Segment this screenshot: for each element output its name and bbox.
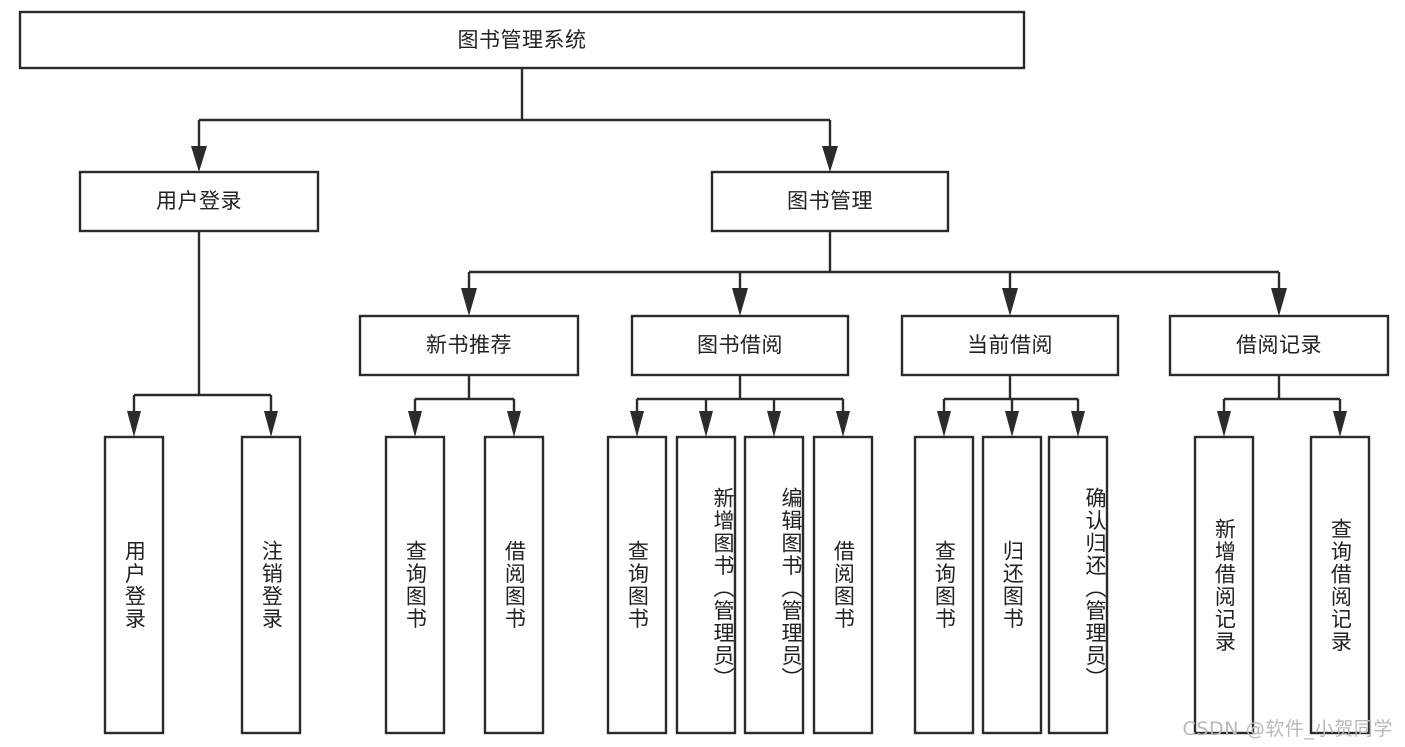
node-new-book-recommend-label: 新书推荐 [426, 333, 512, 357]
node-leaf-add-book-box[interactable] [675, 435, 737, 735]
node-borrow-record-label: 借阅记录 [1236, 333, 1322, 357]
arrow-head-leaf-add-record [1217, 411, 1231, 437]
arrow-head-leaf-logout [264, 411, 278, 437]
node-user-login-box[interactable] [78, 170, 320, 233]
node-leaf-confirm-return-box[interactable] [1047, 435, 1109, 735]
node-current-borrow-label: 当前借阅 [967, 333, 1053, 357]
arrow-head-leaf-user-login [127, 411, 141, 437]
node-root-label: 图书管理系统 [458, 28, 587, 52]
node-leaf-add-record-box[interactable] [1193, 435, 1255, 735]
node-leaf-borrow-book-2-box[interactable] [812, 435, 874, 735]
node-book-borrow-label: 图书借阅 [697, 333, 783, 357]
arrow-head-leaf-borrow-book-1 [507, 411, 521, 437]
node-leaf-query-book-3-box[interactable] [913, 435, 975, 735]
csdn-watermark: CSDN @软件_小贺同学 [1182, 718, 1393, 740]
arrow-head-leaf-confirm-return [1071, 411, 1085, 437]
connector-layer [127, 68, 1347, 437]
arrow-head-book-manage [822, 146, 838, 172]
node-leaf-return-book-box[interactable] [981, 435, 1043, 735]
arrow-head-book-borrow [732, 288, 748, 316]
node-book-borrow-box[interactable] [630, 314, 850, 377]
arrow-head-current-borrow [1002, 288, 1018, 316]
node-user-login-label: 用户登录 [156, 189, 242, 213]
arrow-head-leaf-add-book [699, 411, 713, 437]
arrow-head-leaf-return-book [1005, 411, 1019, 437]
arrow-head-leaf-query-record [1333, 411, 1347, 437]
arrow-head-leaf-query-book-1 [408, 411, 422, 437]
node-leaf-user-login-box[interactable] [103, 435, 165, 735]
node-current-borrow-box[interactable] [900, 314, 1120, 377]
arrow-head-leaf-borrow-book-2 [836, 411, 850, 437]
node-book-manage-box[interactable] [710, 170, 950, 233]
node-leaf-query-book-1-box[interactable] [384, 435, 446, 735]
arrow-head-new-book-recommend [461, 288, 477, 316]
arrow-head-leaf-edit-book [767, 411, 781, 437]
node-leaf-edit-book-box[interactable] [743, 435, 805, 735]
node-borrow-record-box[interactable] [1168, 314, 1390, 377]
arrow-head-leaf-query-book-2 [630, 411, 644, 437]
node-leaf-query-book-2-box[interactable] [606, 435, 668, 735]
node-leaf-query-record-box[interactable] [1309, 435, 1371, 735]
node-root-box[interactable] [18, 10, 1026, 70]
node-layer: 图书管理系统 用户登录 图书管理 新书推荐 图书借阅 当前借阅 借阅记录 [18, 10, 1390, 735]
arrow-head-leaf-query-book-3 [937, 411, 951, 437]
arrow-head-borrow-record [1271, 288, 1287, 316]
node-leaf-logout-box[interactable] [240, 435, 302, 735]
arrow-head-user-login [191, 146, 207, 172]
node-book-manage-label: 图书管理 [787, 189, 873, 213]
node-new-book-recommend-box[interactable] [358, 314, 580, 377]
node-leaf-borrow-book-1-box[interactable] [483, 435, 545, 735]
